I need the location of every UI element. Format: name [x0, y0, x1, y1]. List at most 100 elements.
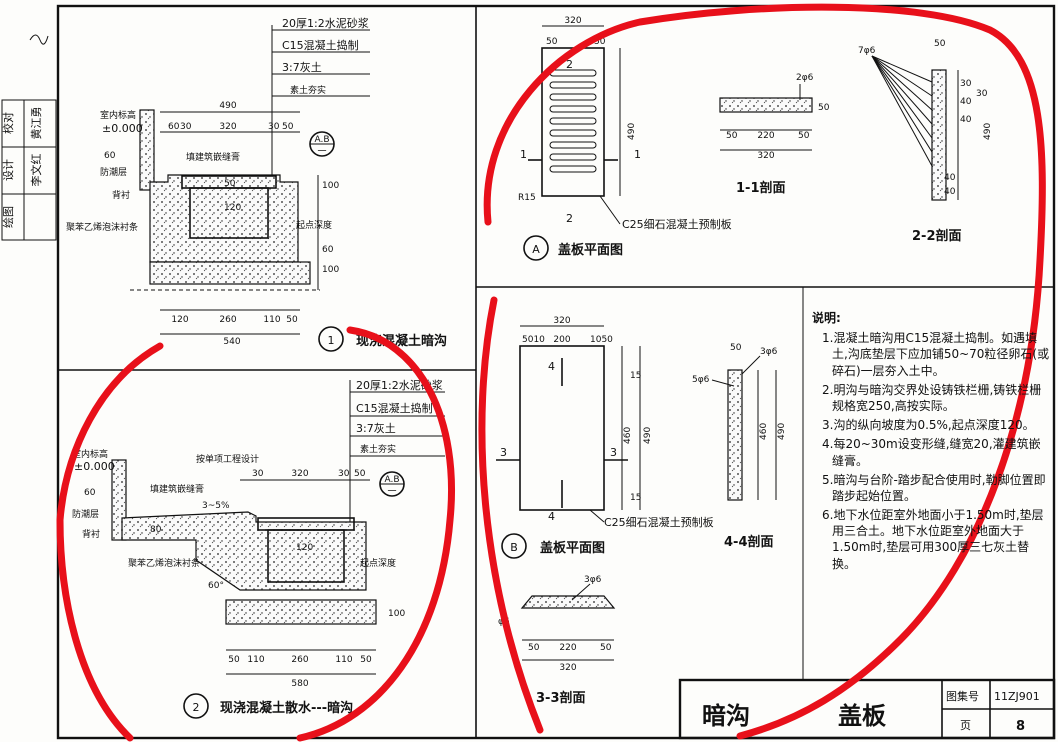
d2-cover-slab [257, 517, 355, 531]
red-markup-d2-left [56, 342, 164, 742]
d2-dim-h60: 60 [84, 488, 96, 498]
d2-dim-t320: 320 [291, 469, 308, 479]
d2-slope: 3~5% [202, 501, 230, 511]
d2-elev: ±0.000 [74, 460, 115, 473]
d1-cover-slab [181, 175, 277, 189]
plan-b-note: C25细石混凝土预制板 [604, 515, 714, 529]
d2-depth-label: 起点深度 [360, 557, 396, 569]
sec33-dim-total: 320 [559, 663, 576, 673]
sidebar-drafter-label: 绘图 [1, 206, 15, 228]
sec11-slab [719, 97, 813, 113]
red-markup-d2-right [296, 326, 455, 742]
d1-ref-sub: 一 [317, 147, 326, 157]
section-1-1: 2φ6 50 50 220 50 320 1-1剖面 [719, 73, 830, 196]
plan-a-radius: R15 [518, 193, 536, 203]
d1-dim-50: 50 [282, 122, 294, 132]
d1-layer-4: 素土夯实 [290, 84, 326, 96]
sec11-dim-h: 50 [818, 103, 830, 113]
sec11-title: 1-1剖面 [736, 180, 786, 196]
d1-layer-2: C15混凝土捣制 [282, 38, 359, 52]
sec33-dim-c: 50 [600, 643, 612, 653]
d2-fill-label: 填建筑嵌缝膏 [150, 483, 204, 495]
d1-dim-v60: 60 [322, 245, 334, 255]
d2-dim-b260: 260 [291, 655, 308, 665]
plan-b-mark-4t: 4 [548, 360, 555, 373]
plan-a-note: C25细石混凝土预制板 [622, 217, 732, 231]
titleblock-page-value: 8 [1016, 719, 1025, 734]
red-markup-left-curve [478, 296, 544, 734]
sec22-dim-top: 50 [934, 39, 946, 49]
d2-title-num: 2 [193, 701, 200, 714]
note-item-2: 2.明沟与暗沟交界处设铸铁栏栅,铸铁栏栅规格宽250,高按实际。 [822, 382, 1042, 413]
d1-dim-b110: 110 [263, 315, 280, 325]
d1-wall [139, 109, 155, 191]
d1-title-num: 1 [328, 334, 335, 347]
section-3-3: 3φ6 φ6 50 220 50 320 3-3剖面 [498, 575, 616, 706]
d2-damp-label: 防潮层 [72, 508, 99, 520]
plan-b-dim-t: 5010 [522, 335, 545, 345]
sec22-dim-40a: 40 [960, 97, 972, 107]
sec44-dim-top: 50 [730, 343, 742, 353]
plan-b: 320 5010 200 1050 460 490 15 15 3 3 4 4 … [496, 316, 714, 559]
note-item-4: 4.每20~30m设变形缝,缝宽20,灌建筑嵌缝膏。 [822, 437, 1041, 468]
plan-a-mark-1l: 1 [520, 148, 527, 161]
sheet-border [56, 4, 1056, 740]
title-block: 暗沟 盖板 图集号 11ZJ901 页 8 [678, 678, 1056, 740]
sec22-dim-30: 30 [960, 79, 972, 89]
sec44-slab [727, 369, 743, 501]
sec22-dim-40b: 40 [960, 115, 972, 125]
sec22-dim-total: 490 [983, 123, 993, 140]
d2-dim-b110b: 110 [335, 655, 352, 665]
sec22-title: 2-2剖面 [912, 228, 962, 244]
sec44-title: 4-4剖面 [724, 534, 774, 550]
d2-angle: 60° [208, 581, 224, 591]
sec22-rebar: 7φ6 [858, 46, 876, 56]
sidebar-checker-label: 校对 [1, 112, 15, 134]
d1-fill-label: 填建筑嵌缝膏 [186, 151, 240, 163]
titleblock-page-label: 页 [960, 719, 971, 732]
d2-dim-b50a: 50 [228, 655, 240, 665]
d2-dim-t30b: 30 [338, 469, 350, 479]
plan-a-mark-2b: 2 [566, 212, 573, 225]
plan-a-slots [549, 69, 597, 173]
plan-a-dim-h: 490 [627, 123, 637, 140]
titleblock-set-label: 图集号 [946, 689, 979, 703]
d2-dim-b50b: 50 [360, 655, 372, 665]
d2-design-label: 按单项工程设计 [196, 453, 259, 465]
sec33-slab [520, 595, 616, 609]
plan-a-mark-2t: 2 [566, 58, 573, 71]
d2-layer-2: C15混凝土捣制 [356, 401, 433, 415]
plan-b-outline [519, 345, 605, 511]
plan-a-dim-r: 50 [594, 37, 606, 47]
plan-a-title-bubble [523, 235, 549, 261]
d1-floor-label: 室内标高 [100, 109, 136, 121]
detail-2-section: 20厚1:2水泥砂浆 C15混凝土捣制 3:7灰土 素土夯实 室内标高 ±0.0… [72, 378, 445, 719]
d1-dim-120: 120 [224, 203, 241, 213]
d1-dim-h60: 60 [104, 151, 116, 161]
plan-a-title: 盖板平面图 [558, 242, 623, 258]
sec44-dim-460: 460 [759, 423, 769, 440]
d1-depth-label: 起点深度 [296, 219, 332, 231]
d1-dim-b120: 120 [171, 315, 188, 325]
red-markup [56, 3, 1046, 742]
plan-a-title-num: A [532, 243, 540, 256]
d1-dim-320: 320 [219, 122, 236, 132]
signature-scribble [29, 34, 49, 45]
sidebar-designer-label: 设计 [2, 159, 15, 181]
d2-ref-text: A.B [384, 475, 399, 485]
d2-dim-h80: 80 [150, 525, 162, 535]
plan-b-mark-3r: 3 [610, 446, 617, 459]
d1-dim-30b: 30 [268, 122, 280, 132]
plan-a-dim-w: 320 [564, 16, 581, 26]
plan-a: 320 50 50 490 R15 1 1 2 2 C25细石混凝土预制板 A … [518, 16, 732, 261]
plan-b-dim-w: 320 [553, 316, 570, 326]
d1-dim-50in: 50 [224, 179, 236, 189]
d2-dim-total: 580 [291, 679, 308, 689]
d1-dim-v100b: 100 [322, 265, 339, 275]
d2-dim-h120: 120 [296, 543, 313, 553]
d1-title-bubble [318, 326, 344, 352]
d2-layer-3: 3:7灰土 [356, 421, 396, 435]
sec22-dim-40d: 40 [944, 187, 956, 197]
sec11-dim-b: 220 [757, 131, 774, 141]
d1-base [149, 261, 311, 285]
